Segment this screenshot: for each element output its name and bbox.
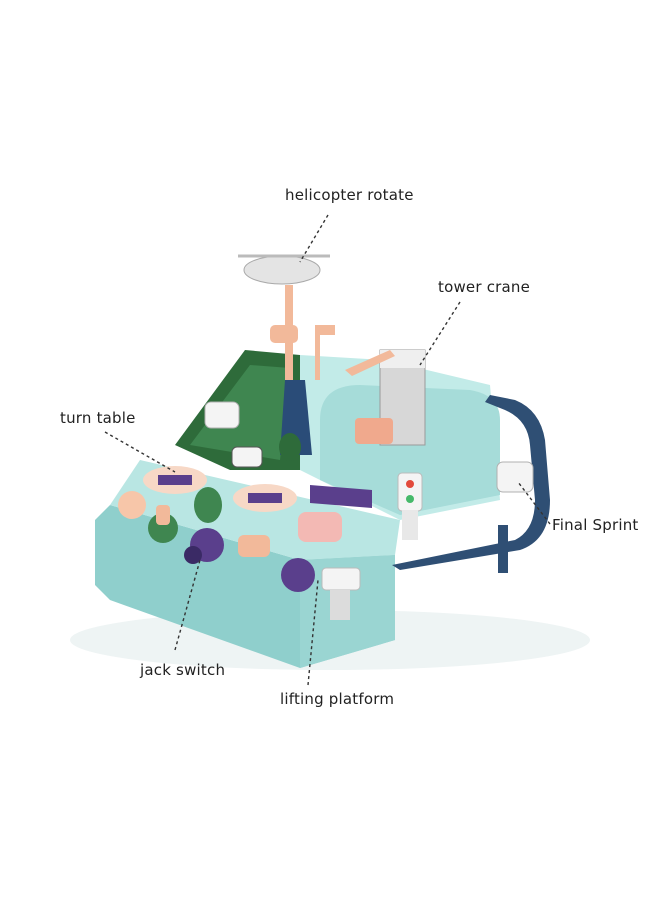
lifting-platform <box>321 567 361 591</box>
crane-arm <box>345 350 395 376</box>
final-car-icon <box>496 461 534 493</box>
callout-lines <box>104 214 551 686</box>
green-switch <box>148 513 178 543</box>
label-lifting-platform: lifting platform <box>280 690 395 708</box>
ambulance-car-icon <box>204 401 240 429</box>
crane-loop <box>320 385 500 515</box>
ramp-track <box>190 365 290 460</box>
label-tower-crane: tower crane <box>438 278 531 296</box>
turn-table-bar-2 <box>248 493 282 503</box>
peach-knob <box>118 491 146 519</box>
label-jack-switch: jack switch <box>140 661 226 679</box>
crane-bus <box>355 418 393 444</box>
label-helicopter-rotate: helicopter rotate <box>285 186 414 204</box>
garage-roof <box>310 485 372 508</box>
purple-button <box>281 558 315 592</box>
track-pillar <box>498 525 508 573</box>
traffic-light-post <box>402 510 418 540</box>
peach-lever <box>238 535 270 557</box>
heli-side-arm <box>315 325 335 380</box>
police-car-icon <box>231 446 263 468</box>
label-final-sprint: Final Sprint <box>552 516 639 534</box>
label-turn-table: turn table <box>60 409 136 427</box>
helicopter-icon <box>243 255 321 285</box>
turn-table-bar <box>158 475 192 485</box>
traffic-light-icon <box>397 472 423 512</box>
pink-car-icon <box>298 512 342 542</box>
tree-icon <box>279 433 301 461</box>
tree-icon-2 <box>194 487 222 523</box>
heli-cabin-car <box>270 325 298 343</box>
